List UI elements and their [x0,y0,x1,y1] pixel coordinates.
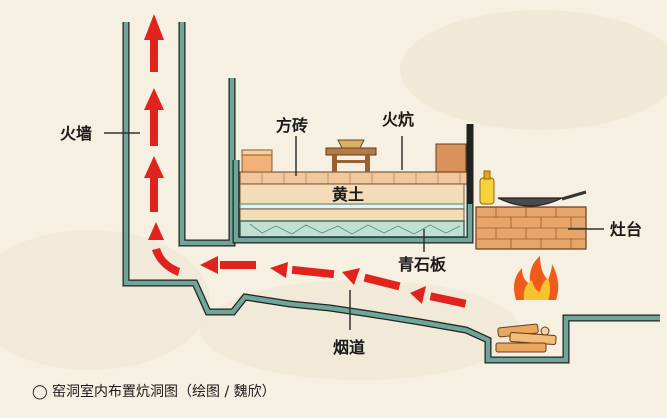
label-stove: 灶台 [610,220,642,239]
stove [466,124,587,250]
brick-joints [261,172,461,184]
arrow-left [342,268,401,291]
arrow-left [410,286,467,308]
label-bluestone: 青石板 [398,255,447,274]
kang-table [325,139,377,172]
label-kang: 火炕 [382,110,414,129]
caption-marker: ◯ [32,384,48,400]
bg-cloud [400,10,667,130]
stove-brick-joints [476,207,586,249]
wok-handle [561,190,587,201]
arrow-up-curve [148,222,180,276]
arrow-up [144,156,164,212]
bedding-top [241,149,273,156]
label-square-brick: 方砖 [276,116,308,135]
divider-stripe [239,203,465,210]
arrow-left [200,256,256,274]
fire-icon [514,256,559,300]
arrow-up [144,88,164,146]
label-fire-wall: 火墙 [60,124,92,143]
chest [435,143,467,173]
bg-cloud [0,230,210,370]
loess-layer-lower [239,208,465,222]
oil-bottle [479,177,495,205]
caption-text: 窑洞室内布置炕洞图（绘图 / 魏欣） [52,383,276,400]
bedding [241,152,273,173]
label-loess: 黄土 [332,185,364,204]
square-brick-layer [239,171,473,185]
label-flue: 烟道 [333,338,365,357]
arrow-up [144,14,164,72]
stone-cracks [249,223,461,235]
firewood [495,323,557,353]
smoke-flow-arrows [144,14,467,308]
bluestone-slab [239,220,465,238]
arrow-left [270,262,335,279]
